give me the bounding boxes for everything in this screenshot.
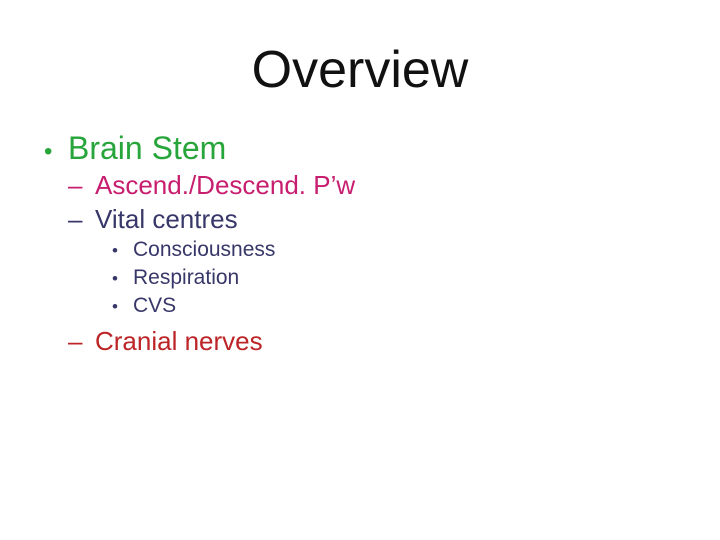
list-item-label: Cranial nerves — [95, 326, 263, 356]
list-item-consciousness: • Consciousness — [112, 239, 275, 260]
bullet-icon: • — [44, 138, 53, 165]
list-item-label: CVS — [133, 294, 177, 317]
list-item-cvs: • CVS — [112, 295, 176, 316]
list-item-label: Vital centres — [95, 204, 238, 234]
bullet-icon: • — [112, 297, 118, 316]
list-item-label: Respiration — [133, 266, 240, 289]
list-item-ascend-descend: – Ascend./Descend. P’w — [68, 172, 355, 198]
list-item-label: Ascend./Descend. P’w — [95, 170, 356, 200]
dash-icon: – — [68, 326, 83, 356]
list-item-vital-centres: – Vital centres — [68, 206, 238, 232]
list-item-label: Brain Stem — [68, 130, 227, 166]
list-item-cranial-nerves: – Cranial nerves — [68, 328, 263, 354]
list-item-brain-stem: • Brain Stem — [44, 132, 226, 164]
list-item-label: Consciousness — [133, 238, 276, 261]
dash-icon: – — [68, 170, 83, 200]
slide-title: Overview — [251, 41, 469, 99]
list-item-respiration: • Respiration — [112, 267, 239, 288]
bullet-icon: • — [112, 269, 118, 288]
dash-icon: – — [68, 204, 83, 234]
bullet-icon: • — [112, 241, 118, 260]
